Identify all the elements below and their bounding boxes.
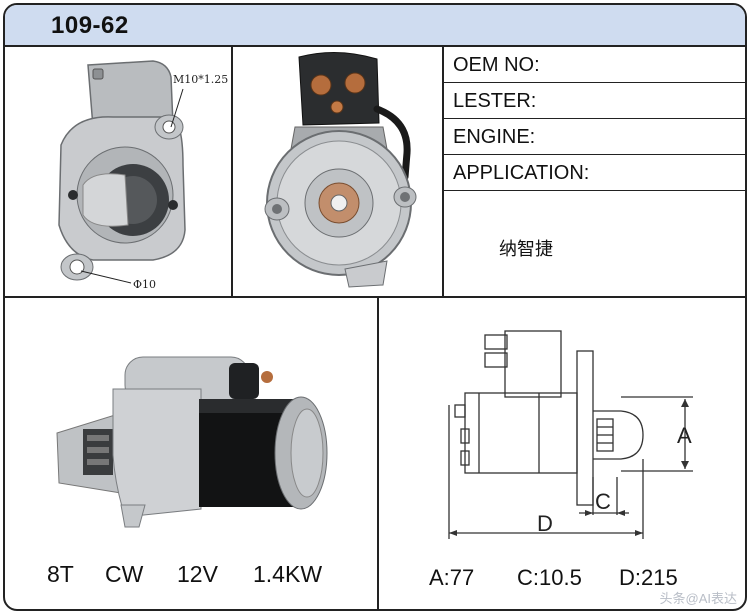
- engine-row: ENGINE:: [443, 119, 745, 155]
- lester-label: LESTER:: [453, 90, 537, 112]
- dimension-label-d: D: [537, 511, 553, 536]
- dimension-value-a: A:77: [429, 565, 475, 590]
- watermark: 头条@AI表达: [659, 591, 737, 606]
- dimension-value-c: C:10.5: [517, 565, 582, 590]
- model-number: 109-62: [51, 12, 129, 39]
- divider-top-left: [231, 45, 233, 296]
- hole-diameter-annotation: Φ10: [133, 278, 156, 291]
- spec-voltage: 12V: [177, 561, 218, 587]
- application-row: APPLICATION:: [443, 155, 745, 191]
- dimension-value-d: D:215: [619, 565, 678, 590]
- dimension-drawing: A C D: [381, 301, 743, 555]
- spec-teeth: 8T: [47, 561, 74, 587]
- spec-rotation: CW: [105, 561, 144, 587]
- starter-front-photo: M10*1.25 Φ10: [33, 55, 229, 293]
- oem-row: OEM NO:: [443, 47, 745, 83]
- bolt-thread-annotation: M10*1.25: [173, 73, 228, 86]
- starter-side-photo: [41, 345, 341, 535]
- application-value: 纳智捷: [499, 239, 553, 259]
- application-label: APPLICATION:: [453, 162, 590, 184]
- divider-mid-horizontal: [5, 296, 745, 298]
- header-bar: 109-62: [5, 5, 745, 47]
- dimension-label-c: C: [595, 489, 611, 514]
- starter-rear-photo: [237, 49, 437, 293]
- divider-bottom: [377, 298, 379, 609]
- divider-top-right: [442, 45, 444, 296]
- dimension-label-a: A: [677, 423, 692, 448]
- spec-power: 1.4KW: [253, 561, 323, 587]
- oem-label: OEM NO:: [453, 54, 540, 76]
- product-spec-sheet: 109-62 M10*1.25: [3, 3, 747, 611]
- engine-label: ENGINE:: [453, 126, 536, 148]
- lester-row: LESTER:: [443, 83, 745, 119]
